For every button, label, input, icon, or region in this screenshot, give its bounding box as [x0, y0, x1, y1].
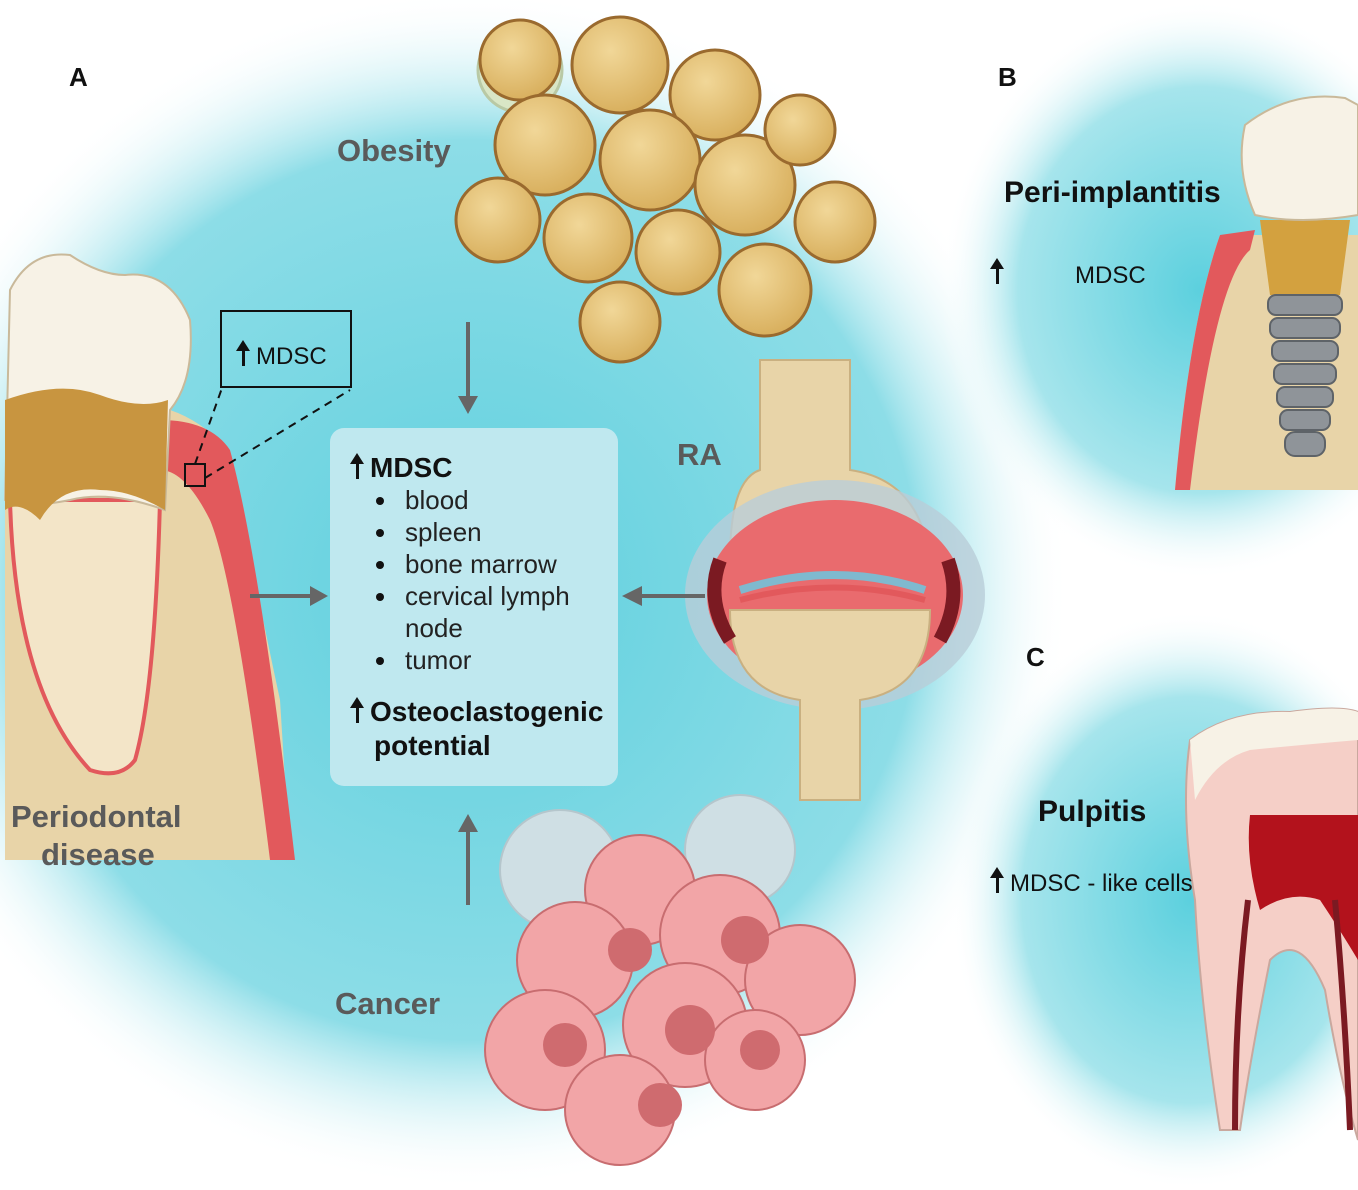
osteoclastogenic-text: Osteoclastogenic — [370, 696, 604, 727]
osteoclastogenic-line1: Osteoclastogenic — [350, 696, 603, 728]
pulpitis-marker: MDSC - like cells — [990, 867, 1193, 898]
periodontal-label-line1: Periodontal — [11, 799, 182, 834]
implant-illustration — [1175, 95, 1358, 490]
peri-implantitis-marker: MDSC — [1075, 262, 1146, 289]
list-item: bone marrow — [374, 548, 570, 580]
up-arrow-icon — [350, 697, 364, 723]
up-arrow-icon — [236, 340, 250, 366]
inset-mdsc: MDSC — [236, 340, 327, 371]
box-title-text: MDSC — [370, 452, 453, 483]
joint-illustration — [685, 359, 985, 801]
up-arrow-icon — [990, 258, 1004, 284]
panel-c-label: C — [1026, 642, 1045, 672]
osteoclastogenic-line2: potential — [374, 730, 491, 761]
list-item-continuation: node — [405, 613, 463, 643]
ra-label: RA — [677, 437, 722, 472]
adipocytes-illustration — [454, 15, 877, 364]
panel-a-label: A — [69, 62, 88, 92]
flow-arrows — [250, 322, 705, 905]
panel-b-label: B — [998, 62, 1017, 92]
pulpitis-title: Pulpitis — [1038, 795, 1147, 828]
list-item: blood — [374, 484, 570, 516]
pulpitis-tooth-illustration — [1185, 707, 1358, 1141]
cancer-cells-illustration — [484, 794, 856, 1166]
list-item: spleen — [374, 516, 570, 548]
up-arrow-icon — [350, 453, 364, 479]
cancer-label: Cancer — [335, 986, 441, 1021]
list-item: cervical lymph — [374, 580, 570, 612]
mdsc-summary-box: MDSC blood spleen bone marrow cervical l… — [330, 428, 618, 786]
periodontal-label-line2: disease — [41, 837, 155, 872]
organ-list: blood spleen bone marrow cervical lymph … — [374, 484, 570, 676]
pulpitis-marker-text: MDSC - like cells — [1010, 870, 1193, 897]
list-item: tumor — [374, 644, 570, 676]
up-arrow-icon — [990, 867, 1004, 893]
periodontal-tooth-illustration — [3, 253, 352, 860]
inset-mdsc-text: MDSC — [256, 343, 327, 370]
peri-implantitis-title: Peri-implantitis — [1004, 176, 1221, 209]
obesity-label: Obesity — [337, 133, 451, 168]
box-title: MDSC — [350, 452, 452, 484]
